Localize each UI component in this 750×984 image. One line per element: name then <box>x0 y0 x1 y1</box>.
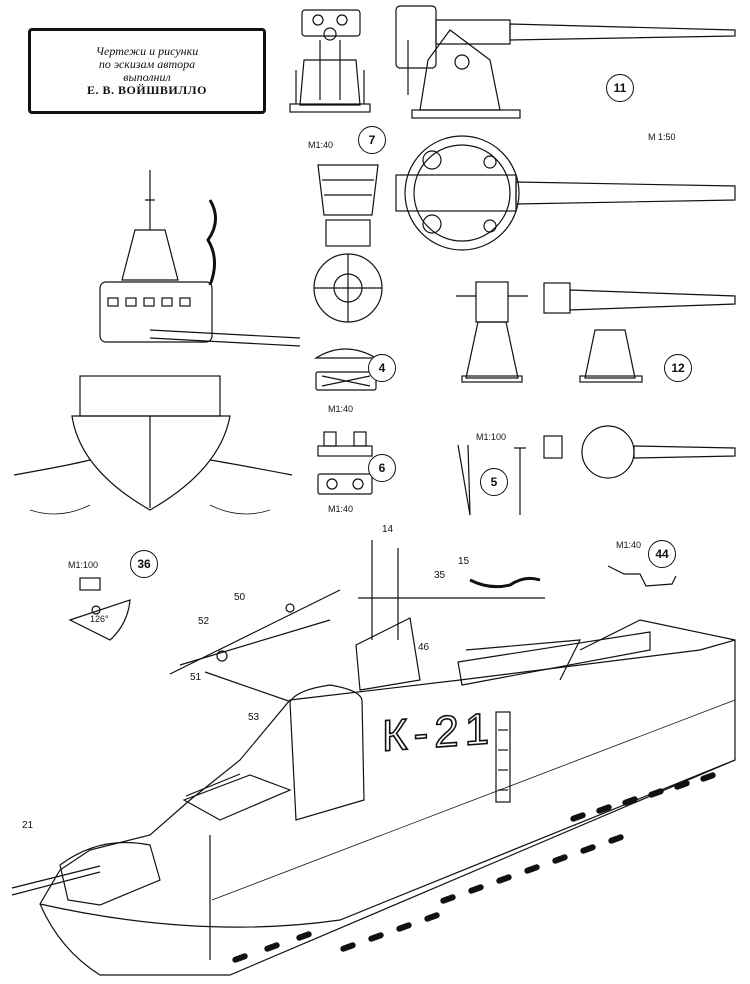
submarine-front-view <box>13 170 301 515</box>
credit-line-2: по эскизам автора <box>98 57 196 71</box>
callout: 53 <box>248 712 260 723</box>
scale-label: М1:40 <box>308 140 334 150</box>
hull-number: К-21 <box>381 703 496 762</box>
scale-label: М 1:50 <box>648 132 676 142</box>
figure-number: 5 <box>480 468 508 496</box>
figure-number: 36 <box>130 550 158 578</box>
figure-number: 7 <box>358 126 386 154</box>
callout: 50 <box>234 592 246 603</box>
callout: 14 <box>382 524 394 535</box>
credit-box: Чертежи и рисунки по эскизам автора выпо… <box>28 28 266 114</box>
scale-label: М1:100 <box>68 560 99 570</box>
callout: 51 <box>190 672 202 683</box>
credit-author: Е. В. ВОЙШВИЛЛО <box>87 83 207 97</box>
gun-side-view-11 <box>395 5 736 119</box>
scale-label: М1:40 <box>328 404 354 414</box>
credit-line-1: Чертежи и рисунки <box>95 44 199 58</box>
figure-number: 4 <box>368 354 396 382</box>
mechanism-7 <box>313 164 383 323</box>
hull-slots <box>232 772 716 963</box>
bollard-6 <box>317 431 373 495</box>
gun-12 <box>456 281 736 479</box>
figure-number: 11 <box>606 74 634 102</box>
callout: 15 <box>458 556 470 567</box>
credit-line-3: выполнил <box>123 70 171 84</box>
submarine-main-view <box>11 540 736 976</box>
stanchion-5 <box>457 444 526 516</box>
handrail-44 <box>607 565 677 587</box>
scale-label: М1:40 <box>616 540 642 550</box>
gun-front-view-11 <box>289 9 371 113</box>
gun-plan-view-11 <box>395 135 736 251</box>
figure-number: 44 <box>648 540 676 568</box>
callout: 21 <box>22 820 34 831</box>
callout: 52 <box>198 616 210 627</box>
antenna-detail <box>169 589 341 706</box>
angle-diagram-36 <box>68 577 131 641</box>
fitting-4 <box>313 348 379 391</box>
callout: 35 <box>434 570 446 581</box>
callout: 46 <box>418 642 430 653</box>
scale-label: М1:40 <box>328 504 354 514</box>
scale-label: М1:100 <box>476 432 507 442</box>
figure-number: 12 <box>664 354 692 382</box>
figure-number: 6 <box>368 454 396 482</box>
angle-label: 126° <box>90 614 109 624</box>
